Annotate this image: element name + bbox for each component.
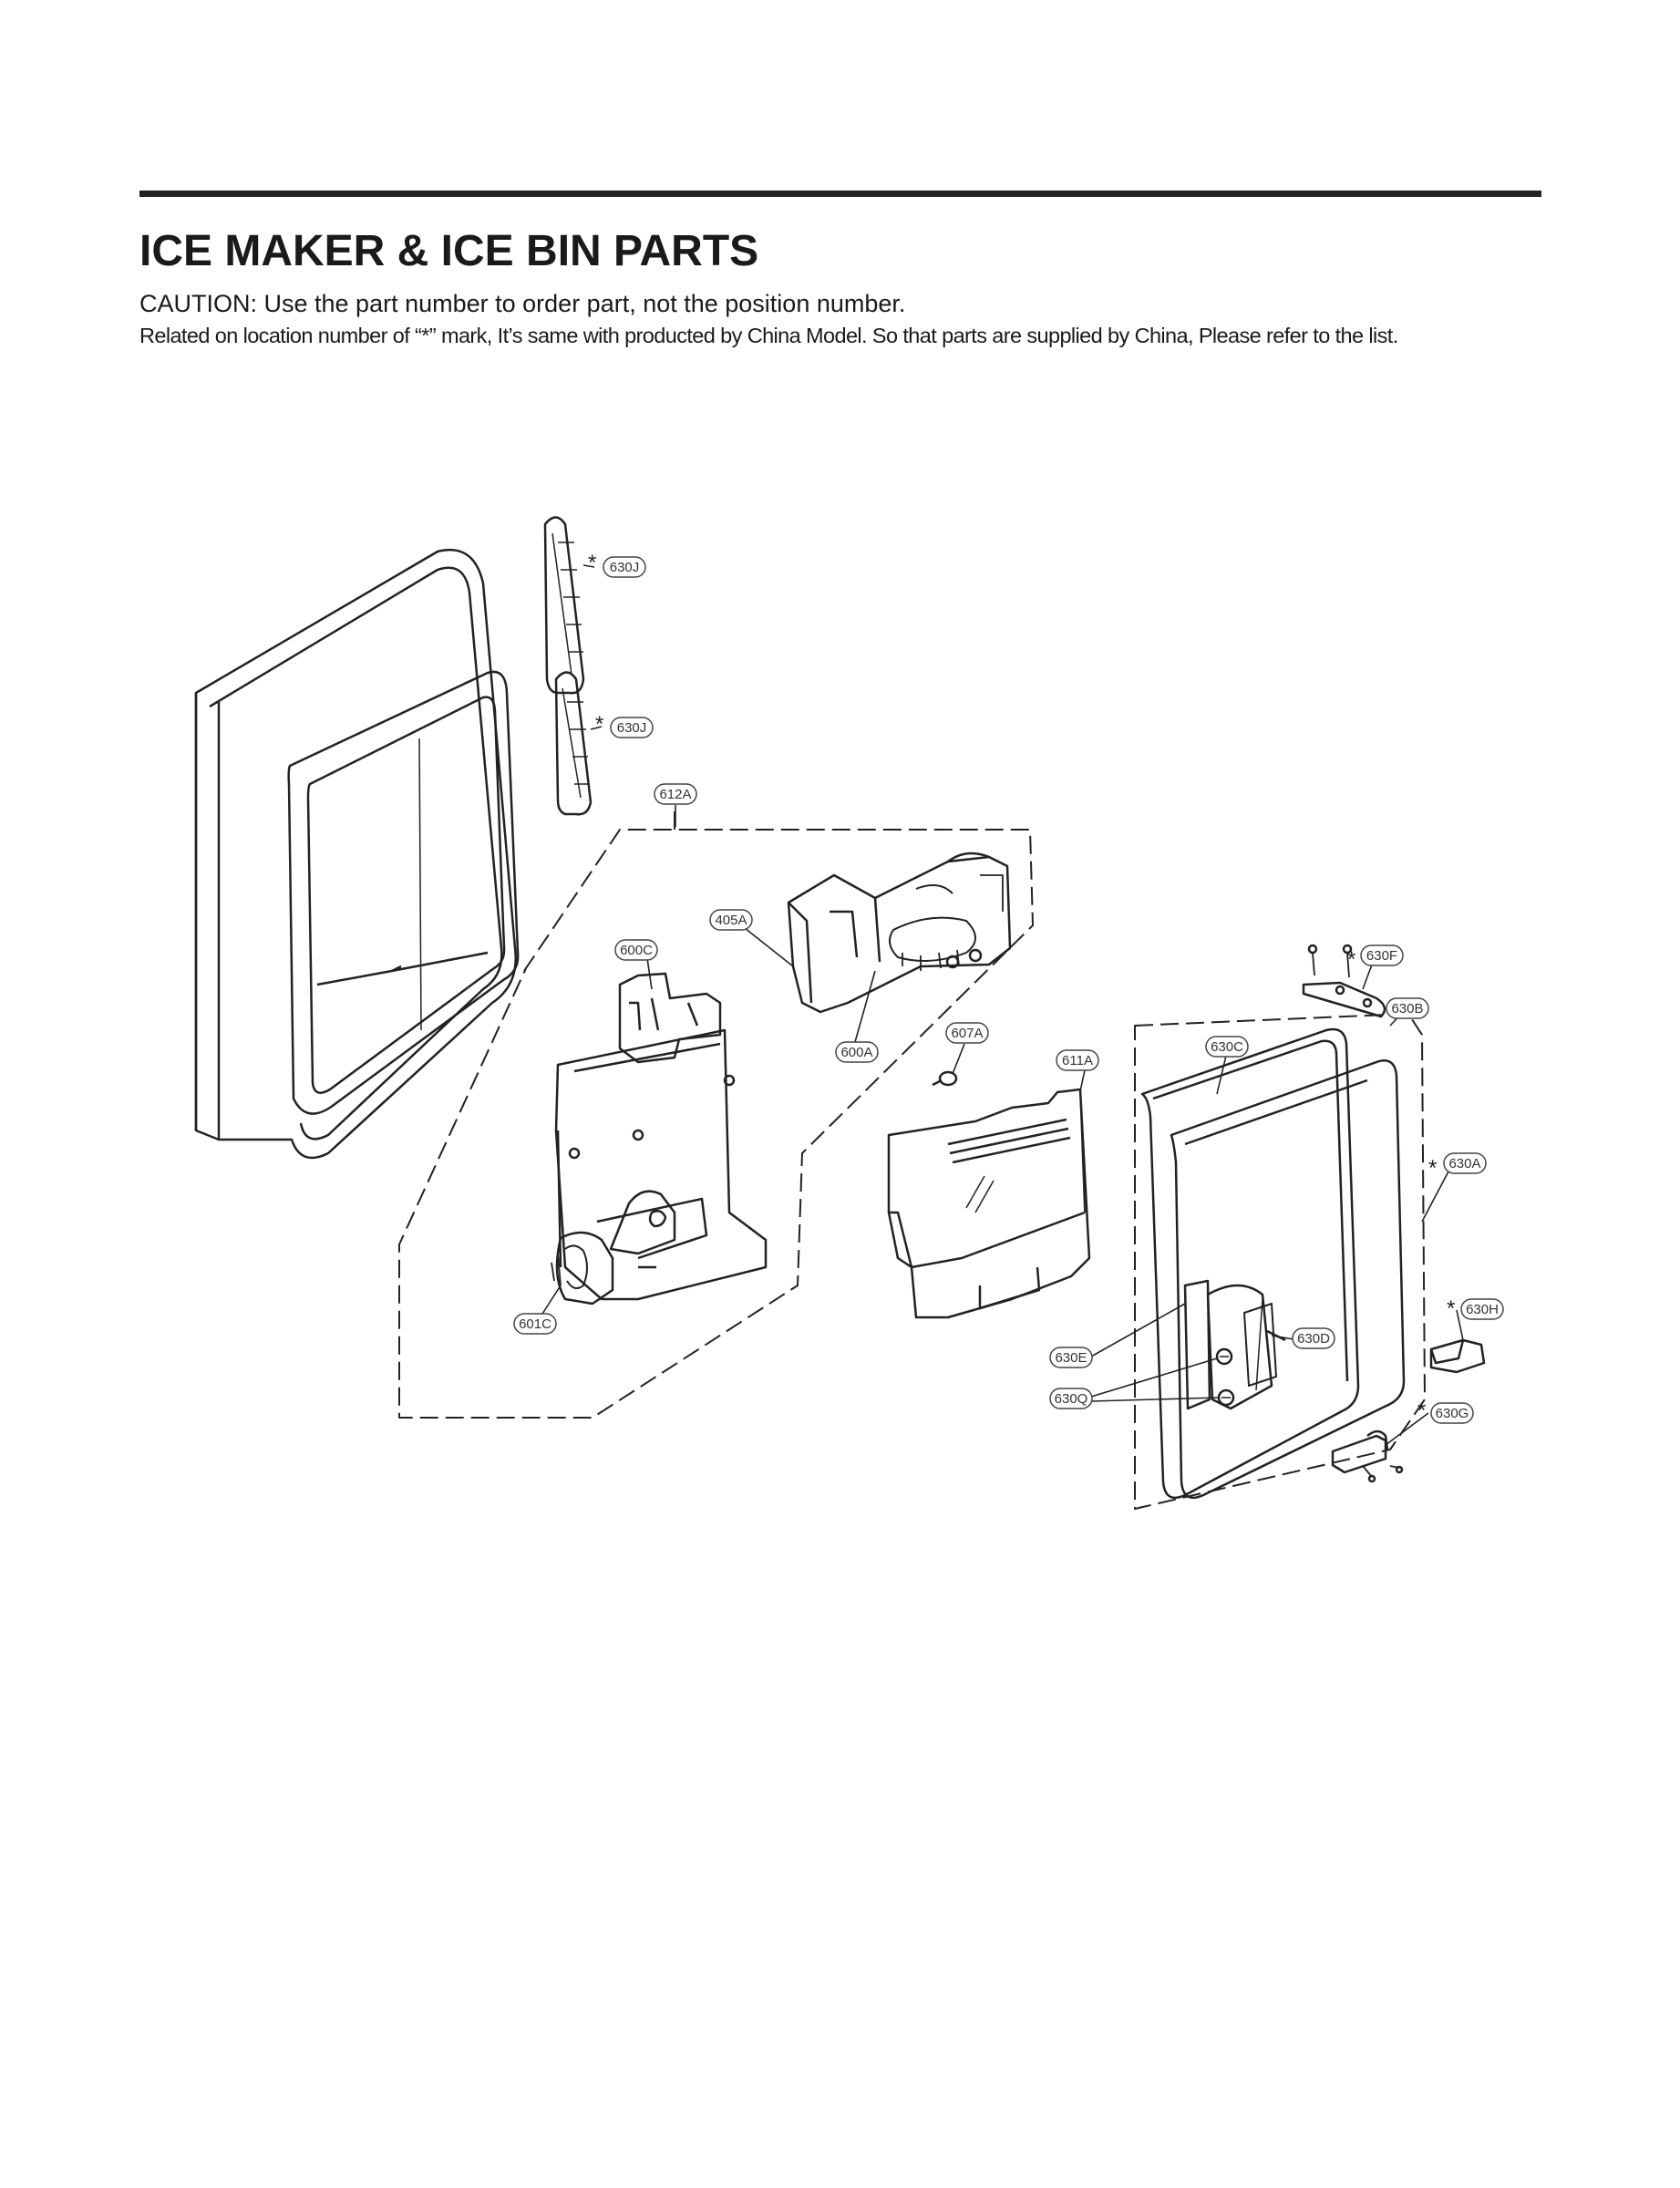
callout-630C: 630C [1205, 1036, 1249, 1058]
star-mark: * [1347, 947, 1355, 972]
part-630D-hinge-drawing [1183, 1279, 1286, 1410]
callout-600A: 600A [835, 1041, 879, 1063]
part-600C-bracket-drawing [554, 972, 768, 1301]
callout-630G: * 630G [1417, 1398, 1474, 1424]
header-rule [139, 191, 1541, 197]
callout-630E: 630E [1049, 1347, 1093, 1368]
part-630Q-screws-drawing [1215, 1347, 1235, 1407]
callout-607A: 607A [945, 1022, 989, 1044]
callout-600C: 600C [614, 939, 658, 961]
leader-lines [535, 564, 1464, 1446]
svg-text:630J: 630J [610, 560, 640, 575]
part-611A-cover-drawing [887, 1088, 1091, 1319]
callout-630Q: 630Q [1049, 1388, 1093, 1409]
callout-630J-upper: * 630J [588, 551, 646, 578]
svg-text:600C: 600C [620, 943, 653, 958]
callout-630B: 630B [1386, 997, 1429, 1019]
callout-611A: 611A [1056, 1049, 1099, 1071]
svg-text:630J: 630J [617, 720, 647, 736]
caution-text: CAUTION: Use the part number to order pa… [139, 290, 906, 317]
svg-text:630E: 630E [1055, 1350, 1087, 1366]
part-630H-stopper-drawing [1429, 1338, 1486, 1374]
svg-text:405A: 405A [715, 913, 747, 928]
star-mark: * [1447, 1296, 1455, 1321]
star-mark: * [1428, 1156, 1437, 1181]
china-model-note: Related on location number of “*” mark, … [139, 324, 1398, 347]
callout-630J-lower: * 630J [595, 712, 654, 738]
callout-630F: * 630F [1347, 944, 1404, 972]
star-mark: * [588, 551, 596, 575]
assembly-630A-boundary [1134, 1013, 1426, 1510]
callout-630A: * 630A [1428, 1152, 1487, 1181]
callout-405A: 405A [709, 909, 753, 931]
part-630J-upper-drawing [543, 516, 585, 695]
door-panel-drawing [194, 549, 520, 1160]
svg-text:612A: 612A [659, 787, 691, 802]
svg-text:630Q: 630Q [1055, 1391, 1088, 1407]
svg-text:600A: 600A [840, 1045, 872, 1060]
part-630C-gasket-drawing [1140, 1027, 1360, 1500]
svg-text:630D: 630D [1297, 1331, 1330, 1347]
page-title: ICE MAKER & ICE BIN PARTS [139, 227, 759, 275]
part-630J-lower-drawing [554, 671, 593, 816]
callout-630H: * 630H [1447, 1296, 1504, 1321]
star-mark: * [1417, 1398, 1426, 1423]
part-630F-hinge-drawing [1302, 944, 1386, 1018]
svg-text:607A: 607A [951, 1026, 983, 1041]
svg-text:630B: 630B [1391, 1001, 1423, 1017]
svg-text:630A: 630A [1448, 1156, 1480, 1171]
svg-text:630F: 630F [1366, 948, 1397, 964]
callout-630D: 630D [1292, 1327, 1335, 1349]
svg-text:630H: 630H [1466, 1302, 1499, 1317]
part-405A-ice-maker-drawing [787, 851, 1012, 1014]
part-601C-motor-drawing [551, 1231, 614, 1306]
callout-601C: 601C [513, 1313, 557, 1335]
star-mark: * [595, 712, 603, 737]
part-630A-door-drawing [1170, 1059, 1406, 1500]
part-630G-bracket-drawing [1331, 1429, 1404, 1483]
svg-text:601C: 601C [519, 1316, 551, 1332]
svg-text:630G: 630G [1436, 1406, 1469, 1421]
svg-text:611A: 611A [1062, 1053, 1093, 1068]
part-607A-screw-drawing [932, 1070, 958, 1087]
svg-text:630C: 630C [1211, 1039, 1243, 1055]
callout-612A: 612A [654, 783, 697, 805]
assembly-612A-boundary [398, 811, 1034, 1419]
